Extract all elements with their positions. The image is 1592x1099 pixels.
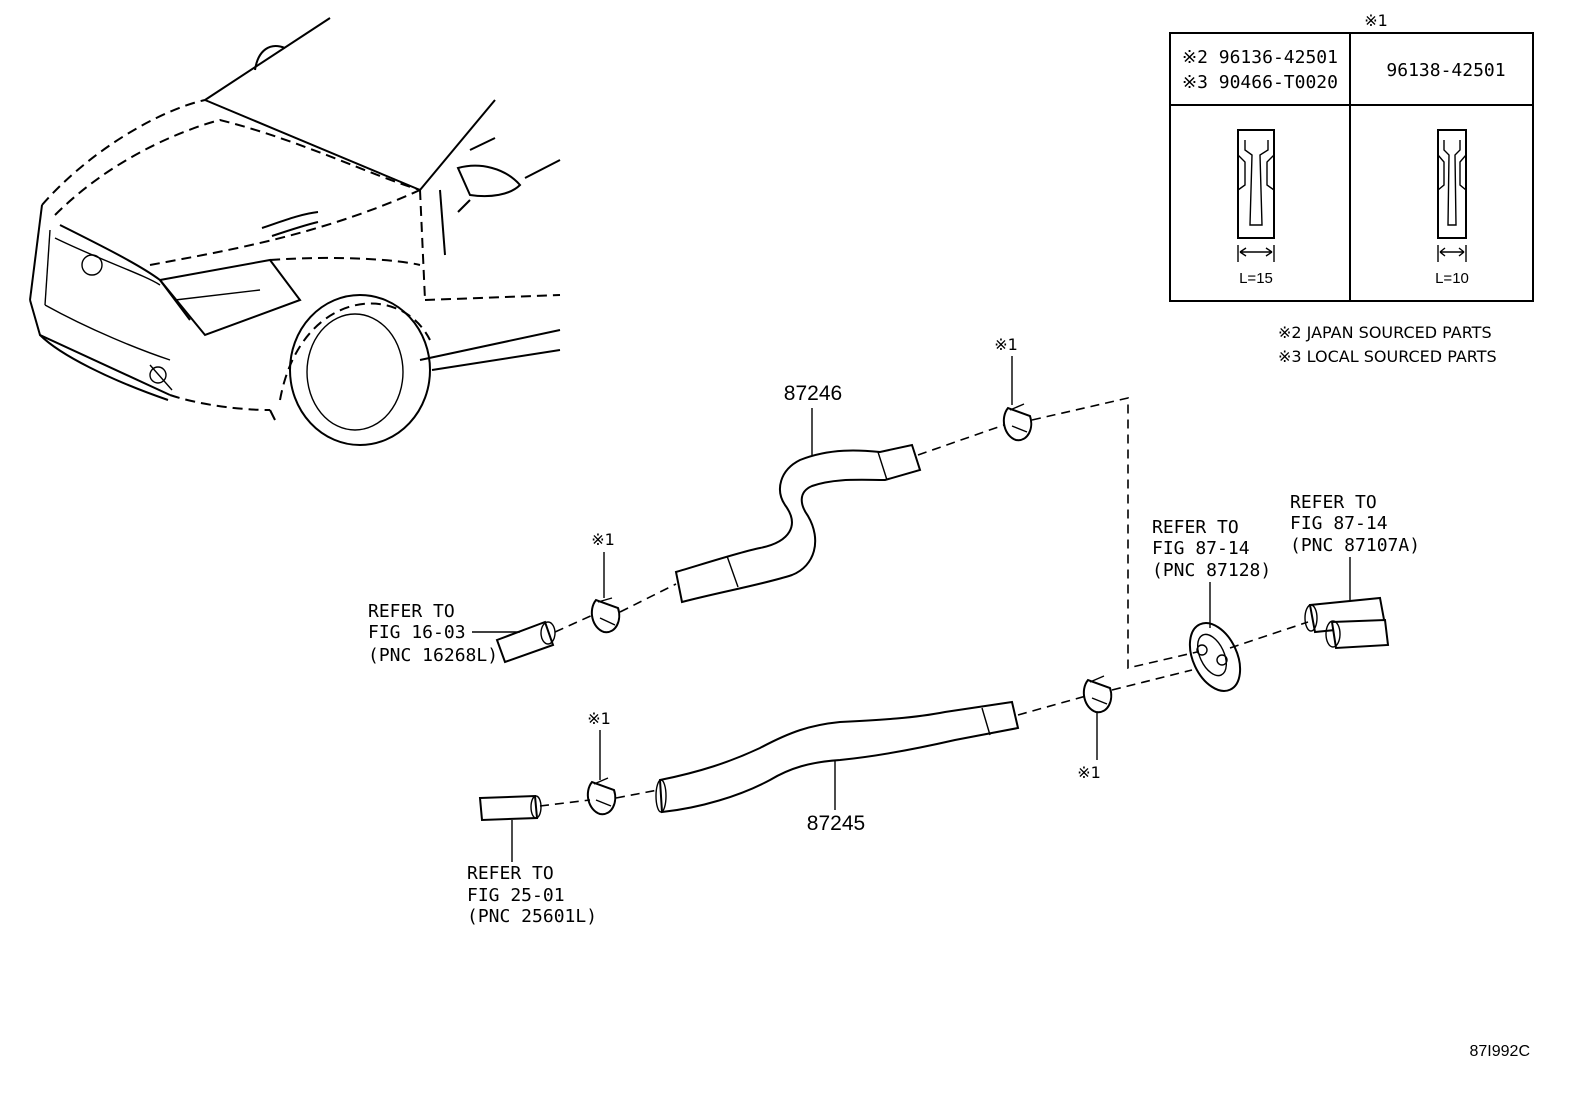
vehicle-outline xyxy=(29,17,561,446)
clip-lower-left xyxy=(586,777,617,816)
label-87246: 87246 xyxy=(784,382,842,405)
svg-text:(PNC 25601L): (PNC 25601L) xyxy=(467,906,597,927)
svg-text:REFER TO: REFER TO xyxy=(467,863,554,884)
svg-text:FIG 87-14: FIG 87-14 xyxy=(1152,538,1250,559)
clip-length-10: L=10 xyxy=(1435,270,1469,287)
svg-text:REFER TO: REFER TO xyxy=(1290,492,1377,513)
label-87245: 87245 xyxy=(807,812,865,835)
inset-frame xyxy=(1169,32,1534,302)
svg-text:FIG 87-14: FIG 87-14 xyxy=(1290,513,1388,534)
clip-mark-4: ※1 xyxy=(1077,763,1101,782)
svg-text:(PNC 87107A): (PNC 87107A) xyxy=(1290,535,1420,556)
pipe-25601l xyxy=(478,794,542,822)
hose-87245: 87245 xyxy=(655,700,1020,835)
clip-length-15: L=15 xyxy=(1239,270,1273,287)
legend-local-sourced: ※3 LOCAL SOURCED PARTS xyxy=(1278,347,1497,366)
clip-mark-2: ※1 xyxy=(994,335,1018,354)
clip-mark-3: ※1 xyxy=(587,709,611,728)
ref-fig-16-03: REFER TO FIG 16-03 (PNC 16268L) xyxy=(368,601,520,666)
connection-lines xyxy=(539,396,1309,807)
clip-lower-right xyxy=(1082,675,1113,714)
svg-text:FIG 16-03: FIG 16-03 xyxy=(368,622,466,643)
svg-text:REFER TO: REFER TO xyxy=(368,601,455,622)
heater-pipes-87107a xyxy=(1304,596,1390,650)
clip-drawing-l15: L=15 xyxy=(1237,129,1275,287)
clip-drawing-l10: L=10 xyxy=(1435,129,1469,287)
ref-fig-87-14-b: REFER TO FIG 87-14 (PNC 87107A) xyxy=(1290,492,1420,600)
legend-japan-sourced: ※2 JAPAN SOURCED PARTS xyxy=(1278,323,1492,342)
pipe-16268l xyxy=(495,620,556,664)
clip-variant-table: ※1 ※2 96136-42501 ※3 90466-T0020 96138-4… xyxy=(1169,11,1534,302)
inset-header-mark: ※1 xyxy=(1364,11,1388,30)
figure-code: 87I992C xyxy=(1470,1043,1531,1060)
clip-mark-1: ※1 xyxy=(591,530,615,549)
ref-fig-25-01: REFER TO FIG 25-01 (PNC 25601L) xyxy=(467,820,597,927)
inset-part-jp: ※2 96136-42501 xyxy=(1182,47,1338,68)
clip-upper-right xyxy=(1002,403,1033,442)
grommet-87128 xyxy=(1188,622,1242,692)
inset-part-alt: 96138-42501 xyxy=(1386,60,1505,81)
svg-text:(PNC 16268L): (PNC 16268L) xyxy=(368,645,498,666)
svg-text:REFER TO: REFER TO xyxy=(1152,517,1239,538)
svg-text:(PNC 87128): (PNC 87128) xyxy=(1152,560,1271,581)
clip-upper-left xyxy=(590,597,621,634)
hose-87246: 87246 xyxy=(674,382,922,604)
inset-part-local: ※3 90466-T0020 xyxy=(1182,72,1338,93)
ref-fig-87-14-a: REFER TO FIG 87-14 (PNC 87128) xyxy=(1152,517,1271,628)
svg-text:FIG 25-01: FIG 25-01 xyxy=(467,885,565,906)
